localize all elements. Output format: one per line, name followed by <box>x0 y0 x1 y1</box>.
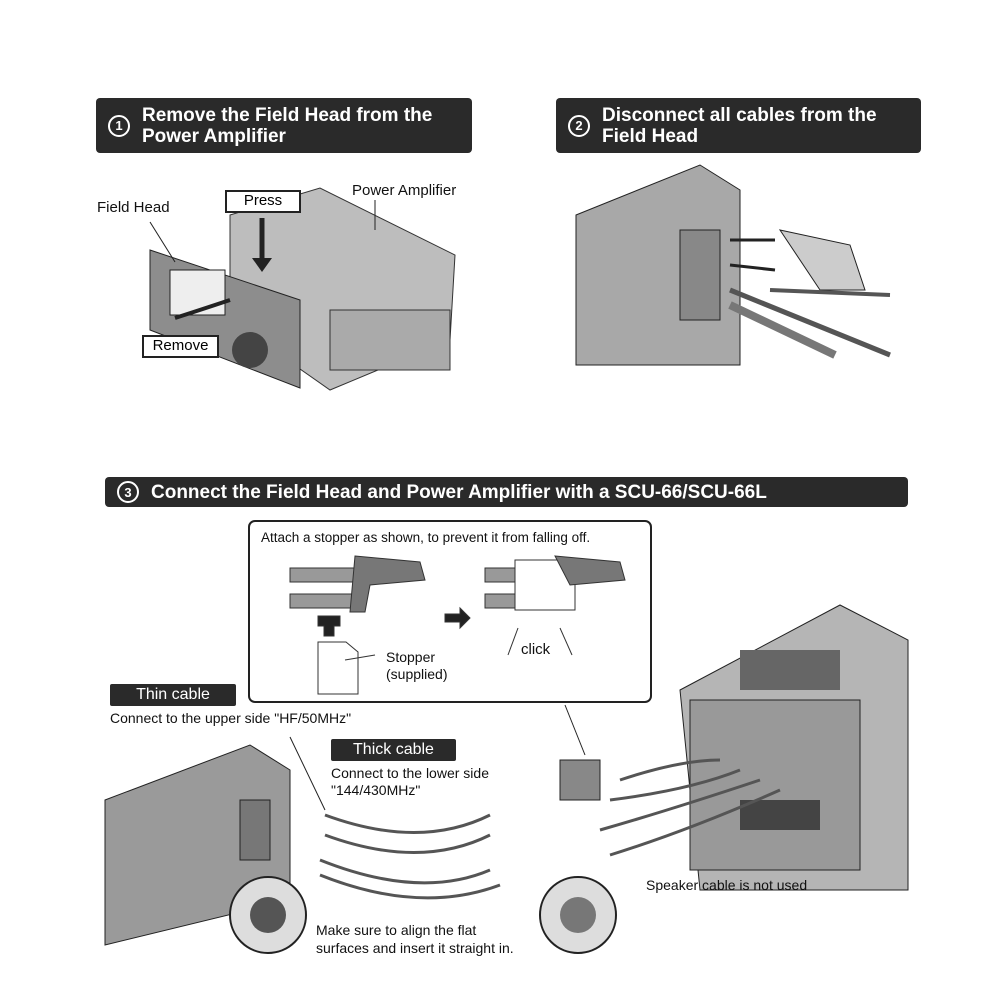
thick-cable-description: Connect to the lower side <box>331 765 489 781</box>
thin-cable-description: Connect to the upper side "HF/50MHz" <box>110 710 352 726</box>
align-note-line2: surfaces and insert it straight in. <box>316 940 514 956</box>
speaker-cable-note: Speaker cable is not used <box>646 877 808 893</box>
press-label: Press <box>225 190 301 213</box>
field-head-label: Field Head <box>97 199 170 216</box>
stopper-illustration <box>289 555 626 695</box>
step3-header: 3 Connect the Field Head and Power Ampli… <box>105 477 908 507</box>
thin-cable-label: Thin cable <box>110 684 236 706</box>
thick-cable-label: Thick cable <box>331 739 456 761</box>
step-title: Connect the Field Head and Power Amplifi… <box>151 481 767 503</box>
thick-cable-description-band: "144/430MHz" <box>331 782 421 798</box>
step-number: 2 <box>568 114 590 137</box>
step2-header: 2 Disconnect all cables from the Field H… <box>556 98 921 153</box>
stopper-instruction: Attach a stopper as shown, to prevent it… <box>261 530 591 545</box>
step-number: 3 <box>117 481 139 503</box>
step-title: Disconnect all cables from the Field Hea… <box>602 104 877 147</box>
power-amplifier-label: Power Amplifier <box>352 182 457 199</box>
radio-illustration-step1 <box>149 187 456 391</box>
scu-66-cables <box>289 704 781 900</box>
stopper-instruction-box <box>248 520 652 703</box>
step-title: Remove the Field Head from the Power Amp… <box>142 104 433 147</box>
align-note-line1: Make sure to align the flat <box>316 922 477 938</box>
step-number: 1 <box>108 114 130 137</box>
radio-illustration-step3-right <box>679 604 909 891</box>
stopper-supplied-label: (supplied) <box>386 666 448 682</box>
stopper-label: Stopper <box>386 649 436 665</box>
radio-illustration-step2 <box>575 164 891 366</box>
remove-label: Remove <box>142 335 219 358</box>
click-label: click <box>521 641 551 658</box>
step1-header: 1 Remove the Field Head from the Power A… <box>96 98 472 153</box>
